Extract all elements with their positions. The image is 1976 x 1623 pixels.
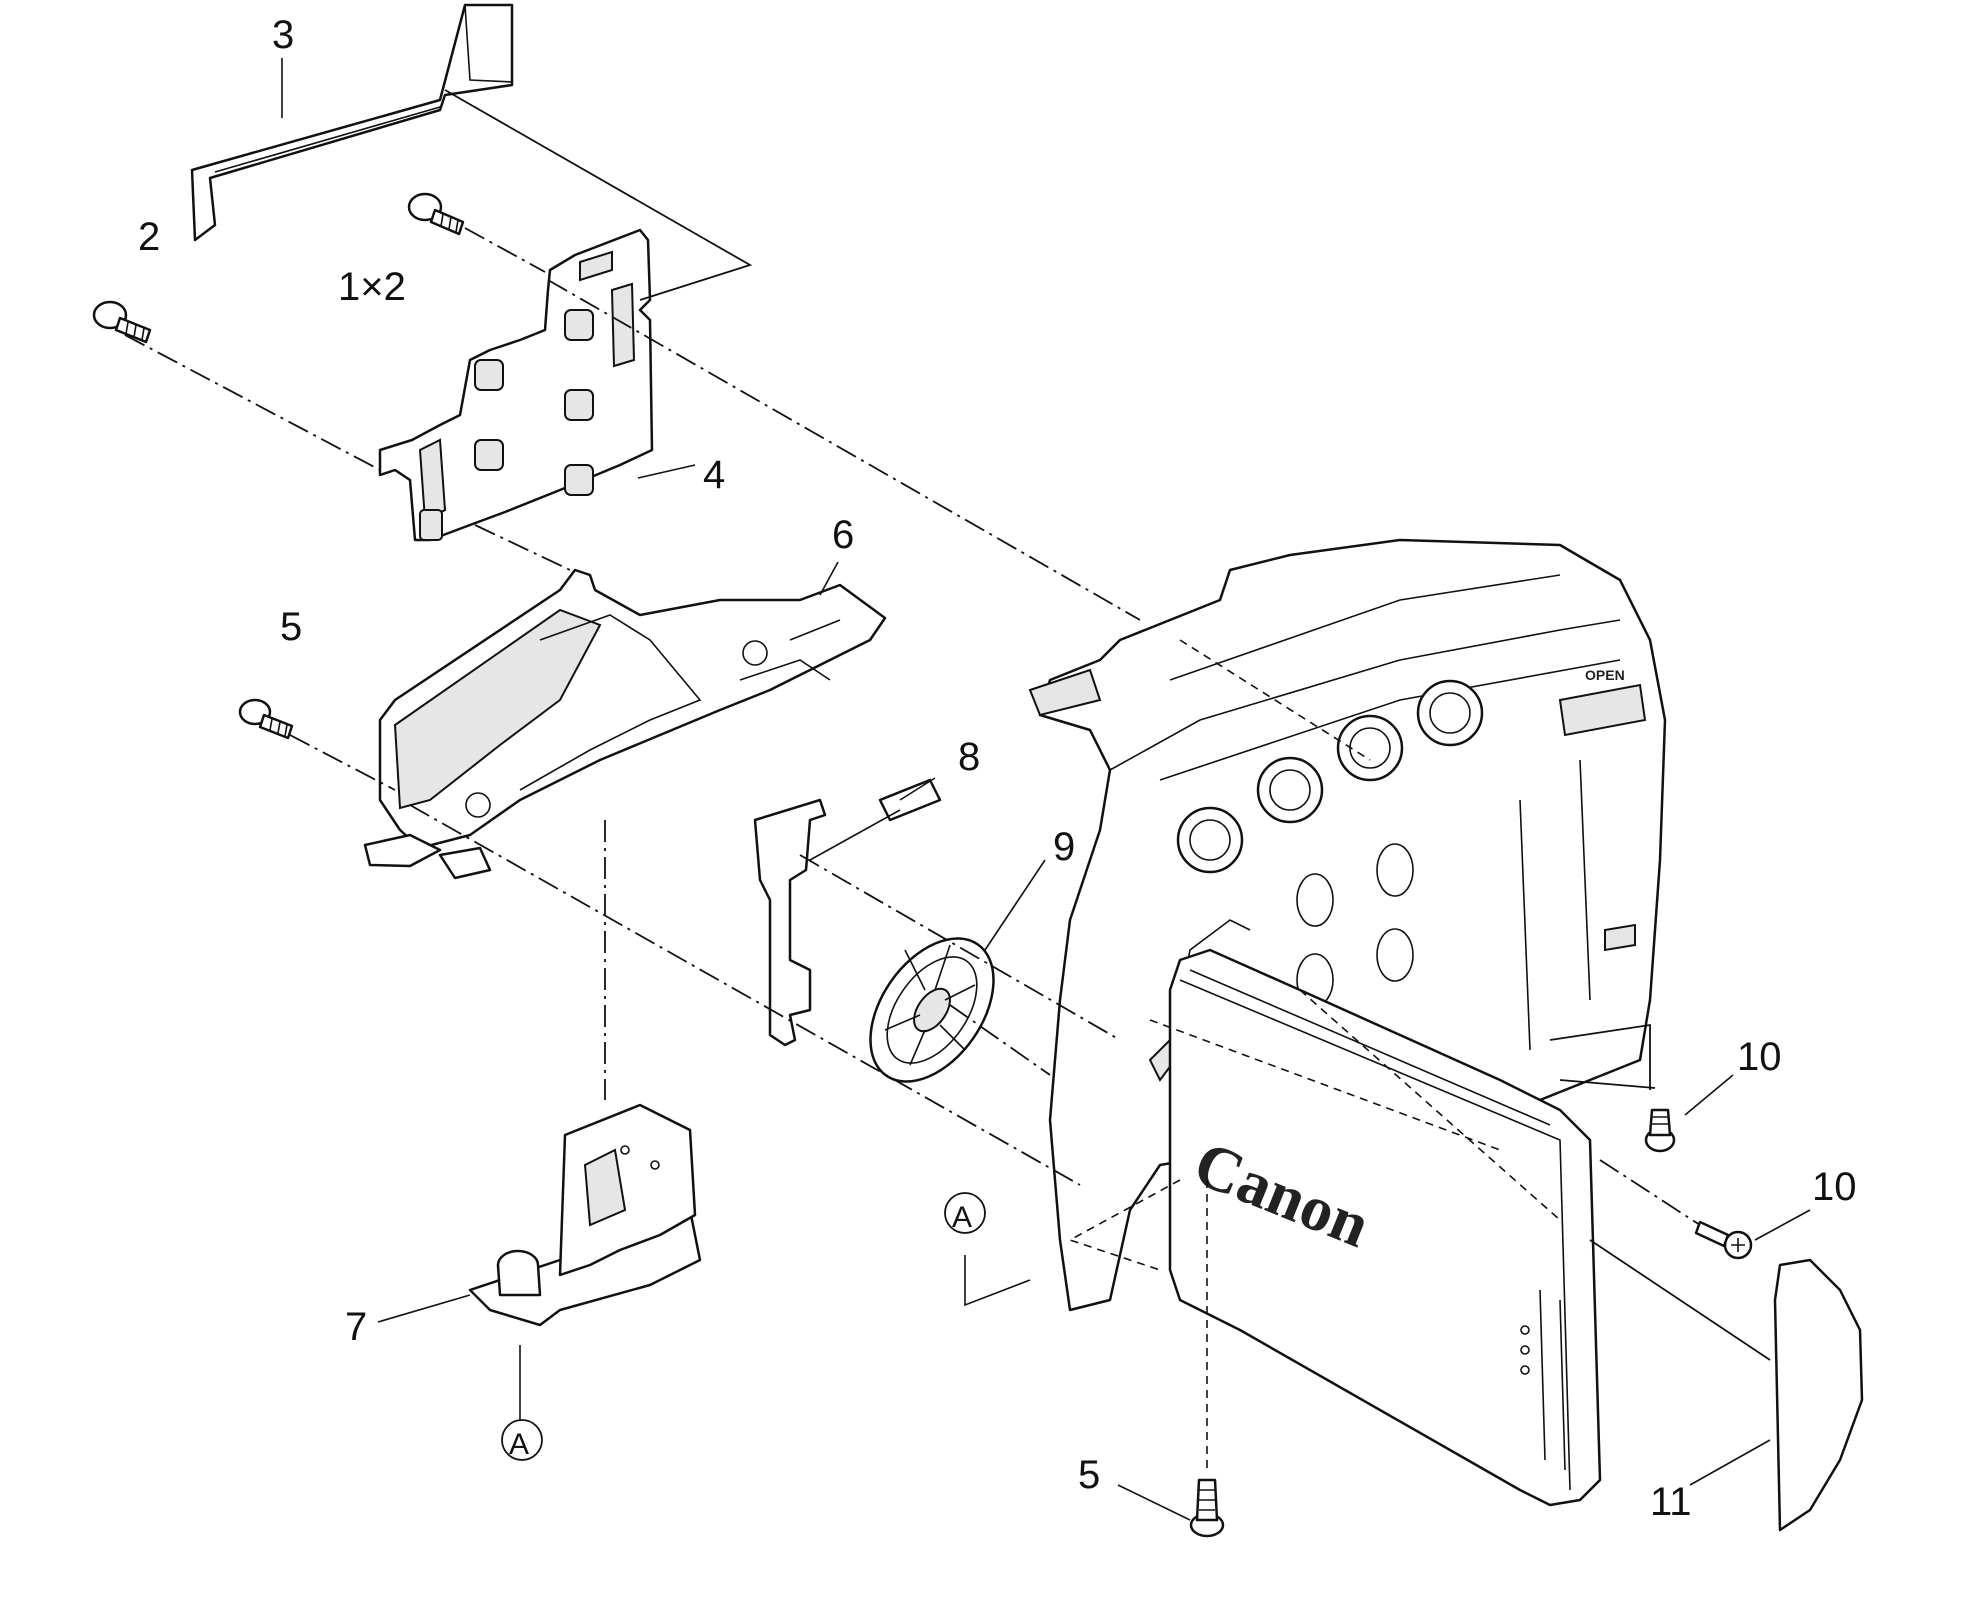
- part-7-mount: [468, 1103, 702, 1327]
- callout-3: 3: [272, 13, 294, 57]
- part-3-flex-cable: [190, 3, 514, 242]
- part-11-side-cover: [1773, 1258, 1864, 1532]
- part-8-bracket: [753, 778, 942, 1047]
- callout-9: 9: [1053, 825, 1075, 869]
- lcd-panel: Canon: [1168, 948, 1602, 1507]
- part-6-chassis-frame: [363, 568, 887, 880]
- callout-6: 6: [832, 513, 854, 557]
- callout-8: 8: [958, 735, 980, 779]
- callout-5-left: 5: [280, 605, 302, 649]
- callout-pointers: [281, 58, 1811, 1521]
- reference-a-left: A: [501, 1419, 543, 1461]
- callout-1x2: 1×2: [338, 265, 406, 309]
- callout-2: 2: [138, 215, 160, 259]
- open-label: OPEN: [1585, 667, 1625, 683]
- part-4-circuit-board: [378, 228, 654, 542]
- part-1-screw: [407, 192, 465, 236]
- part-5-screw-bottom: [1189, 1478, 1225, 1538]
- callout-4: 4: [703, 453, 725, 497]
- part-10-screw-bottom: [1694, 1220, 1753, 1260]
- callout-10-top: 10: [1737, 1035, 1782, 1079]
- part-10-screw-top: [1644, 1108, 1676, 1153]
- assembly-leader-lines: [124, 89, 1771, 1470]
- svg-text:A: A: [509, 1428, 529, 1461]
- part-2-screw: [92, 300, 152, 344]
- callout-10-bottom: 10: [1812, 1165, 1857, 1209]
- part-9-wheel: [869, 937, 995, 1083]
- callout-5-bottom: 5: [1078, 1453, 1100, 1497]
- callout-11: 11: [1650, 1480, 1692, 1524]
- svg-text:A: A: [952, 1201, 972, 1234]
- part-5-screw-left: [238, 698, 294, 740]
- reference-a-right: A: [944, 1192, 986, 1234]
- callout-labels: 3 2 1×2 4 6 5 8 9 10 10 7 5 11: [138, 13, 1857, 1524]
- callout-7: 7: [345, 1305, 367, 1349]
